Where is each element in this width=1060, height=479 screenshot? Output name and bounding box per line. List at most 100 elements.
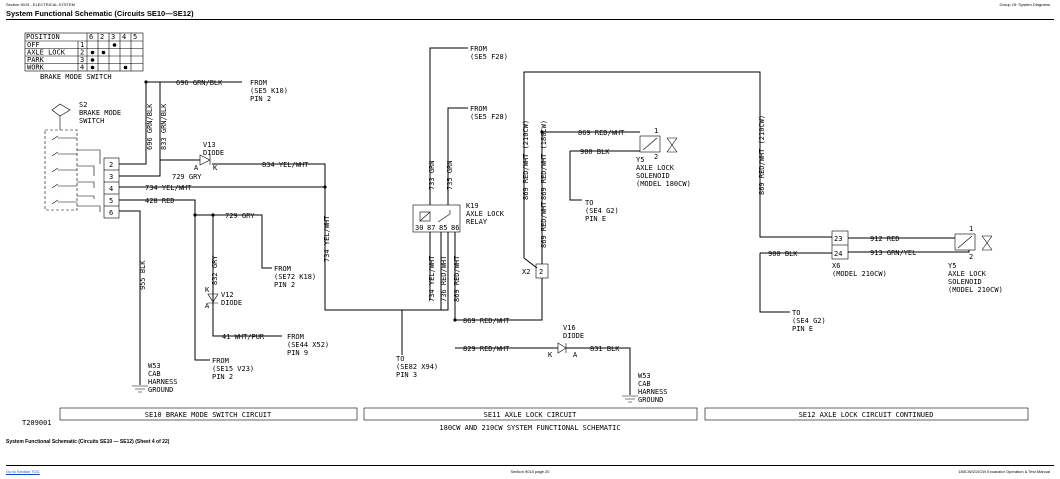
x6-pin: 23: [834, 235, 842, 243]
wire-label: 869 RED/WHT (210CW): [522, 120, 530, 200]
wire-label: 734 YEL/WHT: [428, 255, 436, 302]
wire-label: 696 GRN/BLK: [176, 79, 223, 87]
contact-dot: [90, 65, 95, 70]
k19-pin: 86: [451, 224, 459, 232]
v12-label: V12: [221, 291, 234, 299]
x6-label: X6: [832, 262, 840, 270]
band-label: SE11 AXLE LOCK CIRCUIT: [484, 411, 578, 419]
k19-label: K19: [466, 202, 479, 210]
to-label: PIN E: [585, 215, 606, 223]
header-group: Group 15: System Diagrams: [999, 2, 1050, 7]
wire-label: 734 YEL/WHT: [145, 184, 192, 192]
wire-label: 869 RED/WHT: [540, 201, 548, 248]
header-section: Section 9015 - ELECTRICAL SYSTEM: [6, 2, 75, 7]
wire-label: 869 RED/WHT: [578, 129, 625, 137]
y5-label: AXLE LOCK: [948, 270, 987, 278]
table-col-header: 5: [133, 33, 137, 41]
wire-label: 900 BLK: [768, 250, 798, 258]
contact-dot: [101, 50, 106, 55]
s2-terminal: 3: [109, 173, 113, 181]
y5-pin: 2: [969, 253, 973, 261]
wire-label: 869 RED/WHT: [453, 255, 461, 302]
from-label: FROM: [212, 357, 229, 365]
wire-label: 832 GRY: [211, 255, 219, 285]
v13-label: DIODE: [203, 149, 224, 157]
page-number: Section 9015 page 20: [510, 469, 550, 474]
ground-label: CAB: [638, 380, 651, 388]
v13-label: V13: [203, 141, 216, 149]
sheet-caption: System Functional Schematic (Circuits SE…: [6, 439, 170, 445]
s2-label: BRAKE MODE: [79, 109, 121, 117]
ground-label: GROUND: [148, 386, 173, 394]
band-se10: [59, 407, 358, 421]
to-label: PIN 3: [396, 371, 417, 379]
wire-label: 869 RED/WHT (210CW): [758, 115, 766, 195]
band-label: SE12 AXLE LOCK CIRCUIT CONTINUED: [799, 411, 934, 419]
table-position-label: POSITION: [26, 33, 60, 41]
k19-relay-body: [412, 204, 461, 233]
wire-label: 734 YEL/WHT: [323, 215, 331, 262]
section-toc-link[interactable]: Go to Section TOC: [6, 469, 40, 474]
brake-mode-switch-s2: S2 BRAKE MODE SWITCH 2 3 4 5 6: [44, 101, 121, 219]
wire-label: 733 GRN: [428, 160, 436, 190]
from-label: PIN 9: [287, 349, 308, 357]
ground-label: GROUND: [638, 396, 663, 404]
v13-cathode: K: [213, 164, 218, 172]
k19-pin: 30: [415, 224, 423, 232]
wire-label: 834 YEL/WHT: [262, 161, 309, 169]
from-label: FROM: [470, 45, 487, 53]
wire-label: 833 GRN/BLK: [160, 103, 168, 150]
wire-label: 912 RED: [870, 235, 900, 243]
bottom-divider: [6, 465, 1054, 466]
y5-label: SOLENOID: [948, 278, 982, 286]
table-col-header: 3: [111, 33, 115, 41]
from-label: FROM: [274, 265, 291, 273]
band-se11: [363, 407, 698, 421]
k19-label: AXLE LOCK: [466, 210, 505, 218]
wire-label: 729 GRY: [225, 212, 255, 220]
wire-label: 736 RED/WHT: [440, 255, 448, 302]
table-row-name: OFF: [27, 41, 40, 49]
to-label: (SE4 G2): [585, 207, 619, 215]
circuit-bands: T209001 SE10 BRAKE MODE SWITCH CIRCUIT S…: [22, 407, 1029, 432]
wire-label: 41 WHT/PUR: [222, 333, 265, 341]
y5-label: Y5: [636, 156, 644, 164]
contact-dot: [90, 50, 95, 55]
wire-label: 735 GRN: [446, 160, 454, 190]
wire-label: 869 RED/WHT (180CW): [540, 120, 548, 200]
to-label: PIN E: [792, 325, 813, 333]
x2-pin: 2: [539, 268, 543, 276]
x2-label: X2: [522, 268, 530, 276]
from-label: PIN 2: [274, 281, 295, 289]
wire-label: 831 BLK: [590, 345, 620, 353]
band-se12: [704, 407, 1029, 421]
k19-pin: 85: [439, 224, 447, 232]
from-label: (SE5 F28): [470, 113, 508, 121]
s2-label: SWITCH: [79, 117, 104, 125]
manual-title: 180CW/210CW Excavator Operation & Test M…: [958, 469, 1050, 474]
to-label: TO: [585, 199, 593, 207]
wire-label: 428 RED: [145, 197, 175, 205]
table-col-header: 4: [122, 33, 126, 41]
se10-wiring: 696 GRN/BLK FROM (SE5 K10) PIN 2 696 GRN…: [119, 79, 380, 394]
from-label: (SE5 K10): [250, 87, 288, 95]
to-label: TO: [396, 355, 404, 363]
y5-pin: 1: [654, 127, 658, 135]
schematic-caption: 180CW AND 210CW SYSTEM FUNCTIONAL SCHEMA…: [439, 424, 620, 432]
ground-label: HARNESS: [148, 378, 178, 386]
se12-wiring: 869 RED/WHT (210CW) 23 24 X6 (MODEL 210C…: [758, 115, 1003, 333]
y5-solenoid-180cw: [639, 135, 661, 153]
y5-pin: 2: [654, 153, 658, 161]
from-label: FROM: [250, 79, 267, 87]
table-row-num: 1: [80, 41, 84, 49]
wire-label: 829 RED/WHT: [463, 345, 510, 353]
y5-label: AXLE LOCK: [636, 164, 675, 172]
table-col-header: 2: [100, 33, 104, 41]
from-label: PIN 2: [250, 95, 271, 103]
y5-label: SOLENOID: [636, 172, 670, 180]
to-label: (SE4 G2): [792, 317, 826, 325]
table-row-name: PARK: [27, 56, 45, 64]
band-label: SE10 BRAKE MODE SWITCH CIRCUIT: [145, 411, 272, 419]
x6-label: (MODEL 210CW): [832, 270, 887, 278]
